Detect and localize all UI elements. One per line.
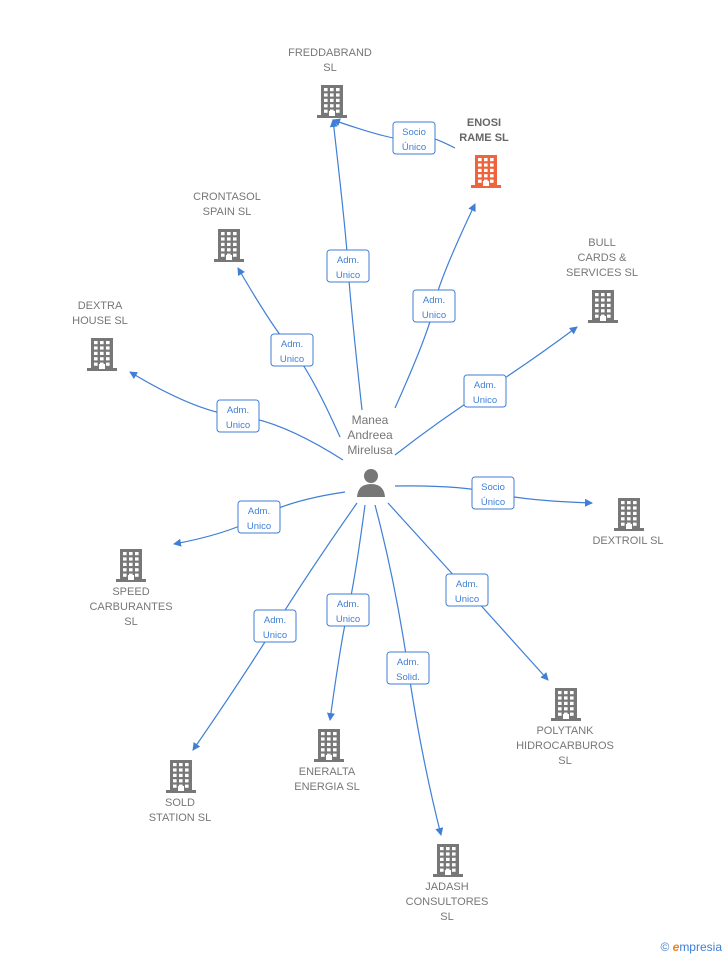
company-name-eneralta[interactable]: ENERALTA — [299, 766, 356, 778]
person-name[interactable]: Manea — [352, 413, 389, 427]
copyright-icon: © — [660, 940, 670, 954]
building-icon-freddabrand[interactable] — [317, 85, 347, 118]
relation-label-box[interactable] — [253, 609, 297, 643]
relation-label-box[interactable] — [392, 121, 436, 155]
company-name-crontasol[interactable]: SPAIN SL — [203, 206, 252, 218]
relation-label-text: Socio — [481, 482, 505, 493]
company-name-speed[interactable]: CARBURANTES — [89, 601, 172, 613]
company-name-bull[interactable]: BULL — [588, 237, 616, 249]
relation-label-text: Adm. — [337, 255, 359, 266]
brand-footer: © empresia — [660, 940, 722, 954]
relation-label-text: Único — [402, 142, 426, 153]
relation-label-text: Socio — [402, 127, 426, 138]
building-icon-bull[interactable] — [588, 290, 618, 323]
relation-label-box[interactable] — [463, 374, 507, 408]
relation-label-text: Unico — [247, 521, 271, 532]
company-name-sold[interactable]: SOLD — [165, 797, 195, 809]
company-name-eneralta[interactable]: ENERGIA SL — [294, 781, 359, 793]
relation-label-text: Unico — [336, 614, 360, 625]
relation-label-box[interactable] — [326, 249, 370, 283]
building-icon-crontasol[interactable] — [214, 229, 244, 262]
relation-label-box[interactable] — [386, 651, 430, 685]
company-name-jadash[interactable]: SL — [440, 911, 453, 923]
company-name-bull[interactable]: SERVICES SL — [566, 267, 638, 279]
company-name-polytank[interactable]: POLYTANK — [536, 725, 594, 737]
relation-label-text: Adm. — [337, 599, 359, 610]
person-icon[interactable] — [357, 469, 385, 497]
relation-label-text: Unico — [226, 420, 250, 431]
relation-label-text: Unico — [473, 395, 497, 406]
relation-label-text: Adm. — [227, 405, 249, 416]
company-name-sold[interactable]: STATION SL — [149, 812, 212, 824]
relation-label-box[interactable] — [216, 399, 260, 433]
company-name-enosi[interactable]: RAME SL — [459, 132, 509, 144]
relation-label-box[interactable] — [445, 573, 489, 607]
relation-label-text: Adm. — [456, 579, 478, 590]
relation-label-text: Adm. — [281, 339, 303, 350]
company-name-crontasol[interactable]: CRONTASOL — [193, 191, 261, 203]
relation-label-text: Adm. — [423, 295, 445, 306]
company-name-speed[interactable]: SPEED — [112, 586, 149, 598]
building-icon-speed[interactable] — [116, 549, 146, 582]
company-name-jadash[interactable]: CONSULTORES — [406, 896, 489, 908]
company-name-dextra[interactable]: HOUSE SL — [72, 315, 128, 327]
relation-label-text: Adm. — [248, 506, 270, 517]
relation-label-box[interactable] — [412, 289, 456, 323]
building-icon-dextroil[interactable] — [614, 498, 644, 531]
relation-label-text: Unico — [280, 354, 304, 365]
building-icon-enosi[interactable] — [471, 155, 501, 188]
company-name-dextra[interactable]: DEXTRA — [78, 300, 123, 312]
relation-label-text: Unico — [455, 594, 479, 605]
person-name[interactable]: Andreea — [347, 428, 393, 442]
relation-label-box[interactable] — [270, 333, 314, 367]
company-name-polytank[interactable]: HIDROCARBUROS — [516, 740, 614, 752]
company-name-freddabrand[interactable]: FREDDABRAND — [288, 47, 372, 59]
relation-label-box[interactable] — [237, 500, 281, 534]
relation-label-box[interactable] — [471, 476, 515, 510]
relation-label-text: Adm. — [474, 380, 496, 391]
building-icon-dextra[interactable] — [87, 338, 117, 371]
relation-label-text: Unico — [422, 310, 446, 321]
relation-label-box[interactable] — [326, 593, 370, 627]
company-name-polytank[interactable]: SL — [558, 755, 571, 767]
relation-label-text: Unico — [263, 630, 287, 641]
company-name-jadash[interactable]: JADASH — [425, 881, 468, 893]
company-name-speed[interactable]: SL — [124, 616, 137, 628]
building-icon-jadash[interactable] — [433, 844, 463, 877]
building-icon-eneralta[interactable] — [314, 729, 344, 762]
company-name-freddabrand[interactable]: SL — [323, 62, 336, 74]
relation-label-text: Unico — [336, 270, 360, 281]
relation-label-text: Adm. — [397, 657, 419, 668]
company-name-enosi[interactable]: ENOSI — [467, 117, 501, 129]
relation-label-text: Solid. — [396, 672, 420, 683]
building-icon-sold[interactable] — [166, 760, 196, 793]
building-icon-polytank[interactable] — [551, 688, 581, 721]
relation-label-text: Único — [481, 497, 505, 508]
company-name-bull[interactable]: CARDS & — [578, 252, 628, 264]
person-name[interactable]: Mirelusa — [347, 443, 393, 457]
brand-name: mpresia — [679, 940, 722, 954]
relation-label-text: Adm. — [264, 615, 286, 626]
brand-initial: e — [672, 940, 680, 954]
company-name-dextroil[interactable]: DEXTROIL SL — [592, 535, 663, 547]
